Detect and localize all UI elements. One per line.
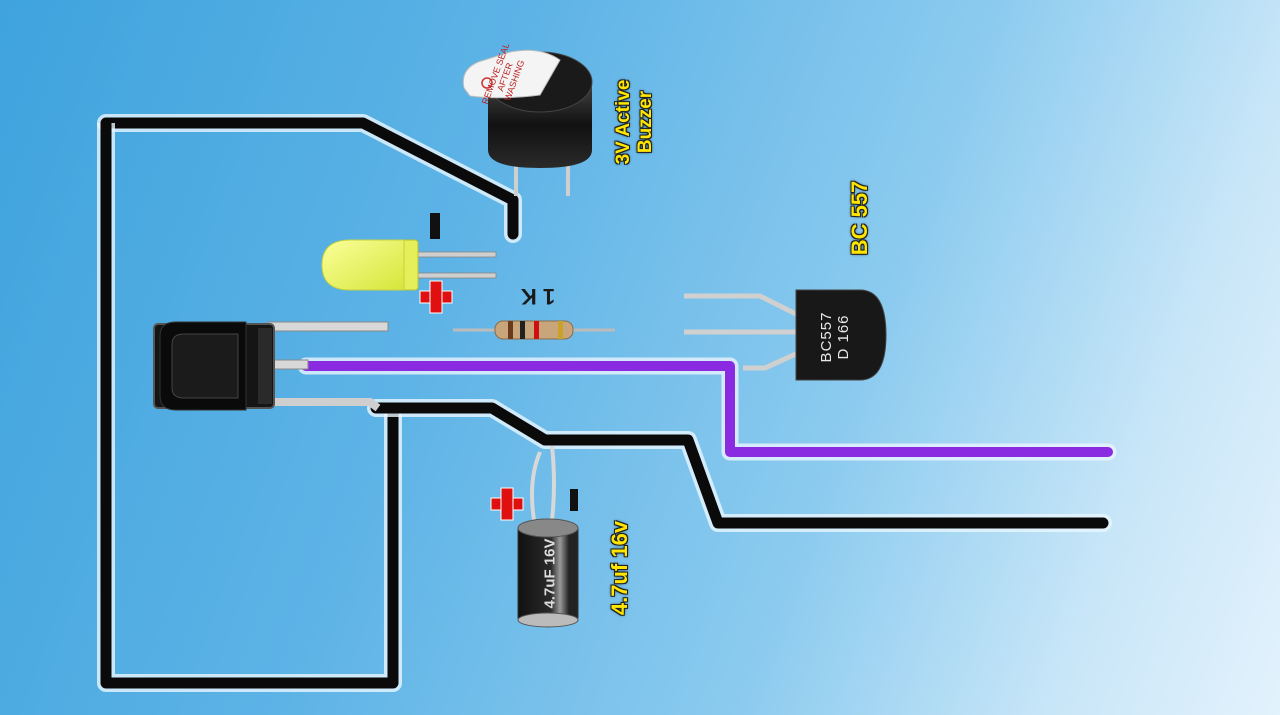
buzzer-label: 3V Active Buzzer <box>613 47 657 197</box>
led-plus-sign <box>419 280 453 314</box>
ir-receiver <box>153 321 389 412</box>
purple-wire <box>297 357 1117 461</box>
capacitor-plus-sign <box>490 487 524 521</box>
led-minus-sign <box>430 213 440 239</box>
transistor-label: BC 557 <box>847 180 872 256</box>
capacitor-minus-sign <box>570 489 578 511</box>
transistor-marking: BC557 D 166 <box>818 292 852 382</box>
capacitor-4-7uf <box>517 445 579 628</box>
resistor-label: 1 K <box>520 284 556 309</box>
capacitor-body-text: 4.7uF 16V <box>541 538 559 609</box>
yellow-led <box>321 239 497 291</box>
buzzer-label-line1: 3V Active <box>613 79 634 165</box>
buzzer-label-line2: Buzzer <box>635 90 656 154</box>
transistor-marking-line2: D 166 <box>835 314 852 360</box>
black-wire-ground <box>367 399 1112 532</box>
transistor-bc557 <box>684 289 887 381</box>
resistor-1k <box>453 320 615 340</box>
transistor-marking-line1: BC557 <box>818 311 835 363</box>
black-wire-loop <box>97 114 522 692</box>
capacitor-label: 4.7uf 16v <box>607 520 632 616</box>
active-buzzer <box>462 49 593 196</box>
